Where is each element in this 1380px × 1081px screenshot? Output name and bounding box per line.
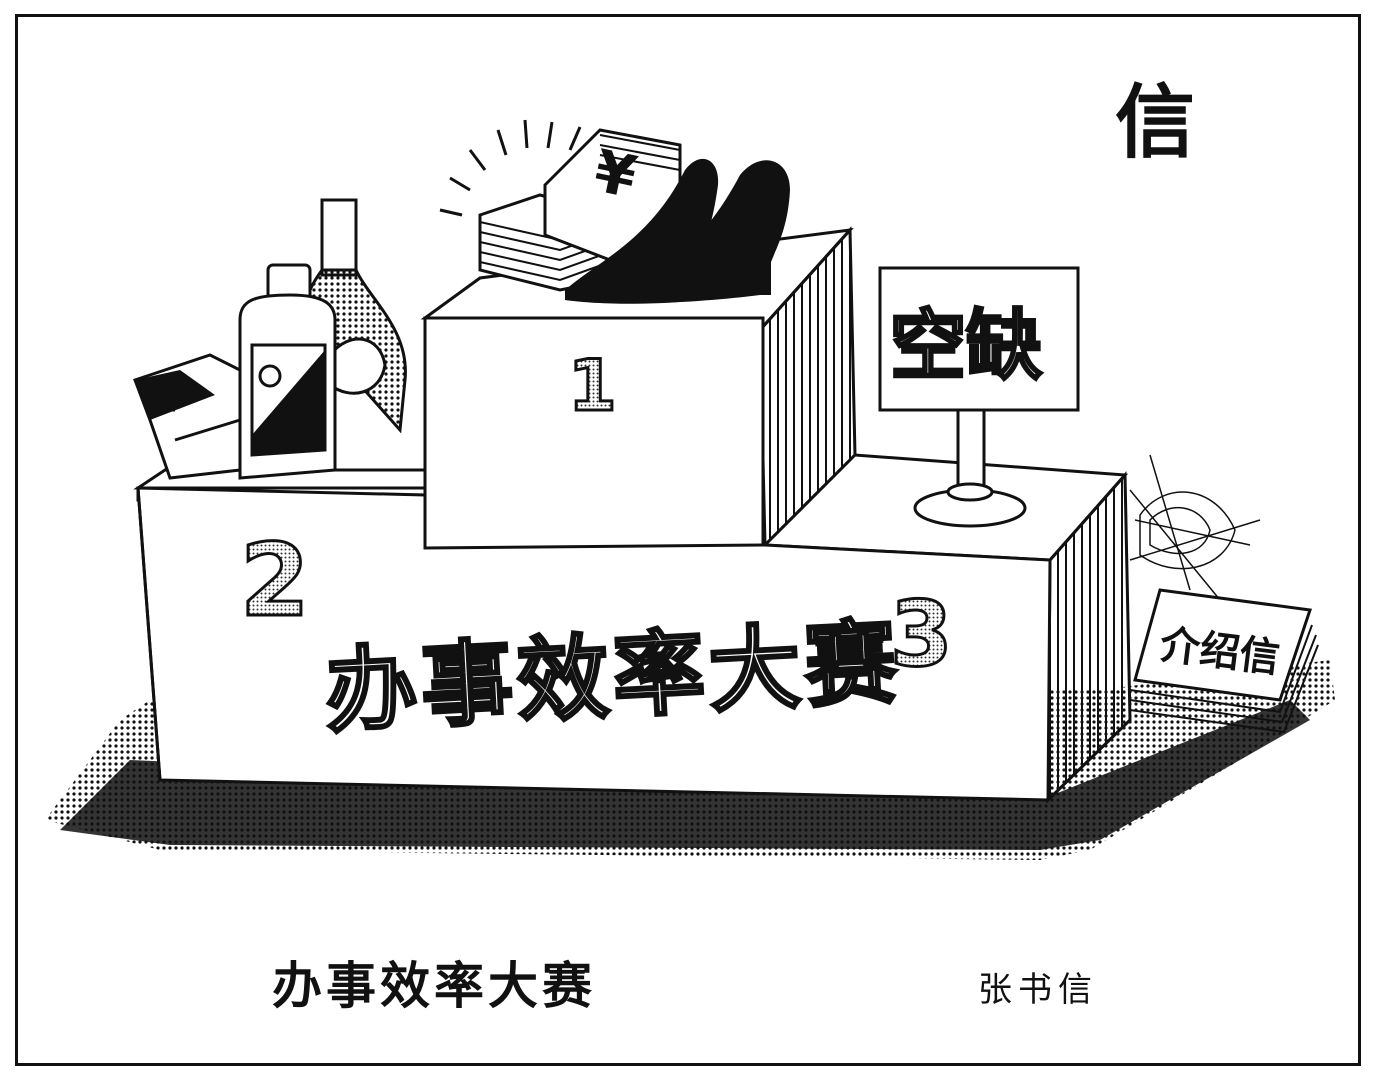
podium-shadow-core — [60, 700, 1310, 850]
place-number-2: 2 — [240, 522, 310, 639]
high-heel-shoes-icon — [565, 158, 790, 304]
caption-author: 张书信 — [978, 970, 1098, 1010]
podium-front — [136, 486, 1052, 802]
sign-stand-icon: 空缺 — [878, 266, 1080, 528]
cartoon-frame — [15, 14, 1361, 1066]
empty-sign-text: 空缺 — [890, 301, 1042, 390]
artist-signature-glyph: 信 — [1115, 76, 1195, 169]
letter-book-icon: 介绍信 — [1129, 588, 1319, 734]
spider-web-icon — [1129, 454, 1261, 601]
caption-title: 办事效率大赛 — [272, 957, 596, 1015]
liquor-bottle-icon — [238, 198, 407, 480]
place-number-3: 3 — [890, 582, 953, 687]
cigarette-carton-icon — [133, 353, 242, 480]
place-number-1: 1 — [568, 345, 617, 427]
